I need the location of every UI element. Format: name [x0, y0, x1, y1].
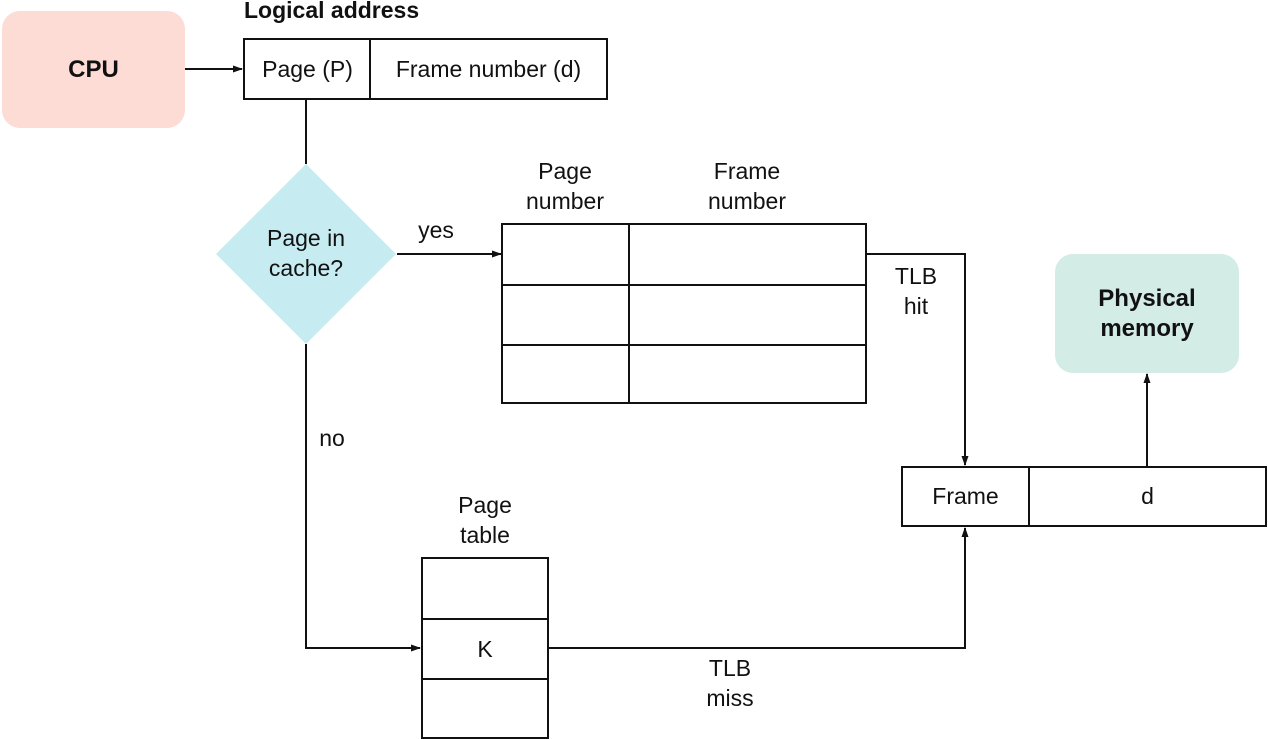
- decision-label: Page in cache?: [266, 225, 345, 281]
- logical-address-box: Page (P) Frame number (d): [243, 38, 608, 100]
- page-table-row-divider: [423, 618, 547, 620]
- tlb-table: [501, 223, 867, 404]
- no-label: no: [319, 425, 345, 451]
- tlb-page-number-header: Page number: [526, 158, 604, 214]
- physical-address-frame-cell: Frame: [932, 483, 999, 509]
- physical-memory-label: Physical memory: [1098, 284, 1196, 342]
- cpu-box: CPU: [2, 11, 185, 128]
- arrow-tlb-miss-to-frame: [549, 527, 969, 649]
- page-table-entry-k: K: [477, 635, 493, 662]
- yes-label: yes: [418, 217, 454, 243]
- arrow-tlb-hit-to-frame: [867, 253, 969, 466]
- tlb-frame-number-header: Frame number: [708, 158, 786, 214]
- logical-address-title: Logical address: [244, 0, 420, 23]
- physical-address-divider: [1028, 468, 1030, 525]
- page-table-row-divider: [423, 678, 547, 680]
- decision-diamond: [216, 164, 396, 344]
- page-table-title: Page table: [458, 492, 512, 548]
- logical-address-divider: [369, 40, 371, 98]
- physical-address-offset-cell: d: [1141, 483, 1154, 509]
- tlb-row-divider: [503, 344, 865, 346]
- physical-address-box: Frame d: [901, 466, 1267, 527]
- arrow-no-to-page-table: [305, 344, 421, 652]
- logical-address-page-cell: Page (P): [262, 55, 353, 82]
- tlb-row-divider: [503, 284, 865, 286]
- physical-memory-box: Physical memory: [1055, 254, 1239, 373]
- page-table: K: [421, 557, 549, 739]
- tlb-column-divider: [628, 225, 630, 402]
- tlb-hit-label: TLB hit: [894, 263, 938, 319]
- logical-address-frame-cell: Frame number (d): [395, 55, 582, 82]
- tlb-miss-label: TLB miss: [706, 655, 754, 711]
- cpu-label: CPU: [68, 55, 119, 83]
